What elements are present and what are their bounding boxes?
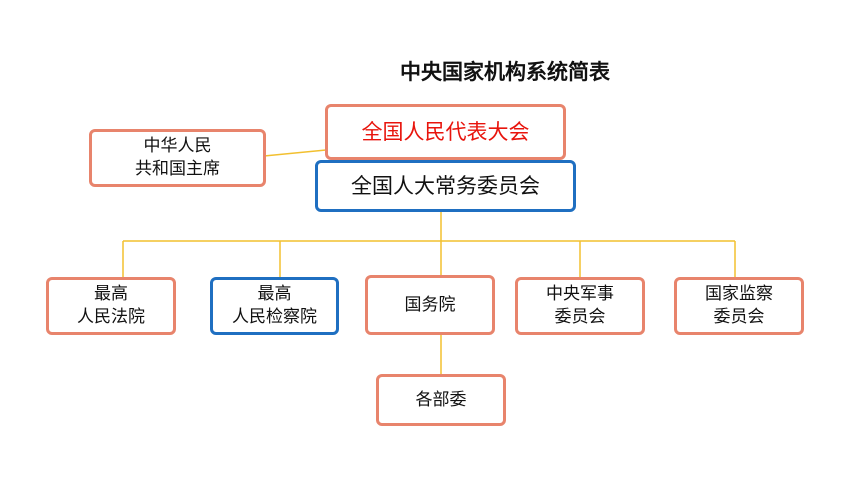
npc-label: 全国人民代表大会: [361, 119, 530, 144]
standing-committee-node: 全国人大常务委员会: [315, 160, 576, 212]
supreme-court-node: 最高 人民法院: [46, 277, 176, 335]
state-council-node: 国务院: [365, 275, 495, 335]
supreme-procuratorate-node: 最高 人民检察院: [210, 277, 339, 335]
national-supervision-commission-label: 国家监察 委员会: [705, 284, 773, 327]
standing-committee-label: 全国人大常务委员会: [351, 173, 540, 198]
page-title: 中央国家机构系统简表: [400, 60, 610, 84]
supreme-procuratorate-label: 最高 人民检察院: [232, 284, 317, 327]
ministries-label: 各部委: [415, 389, 467, 410]
president-node: 中华人民 共和国主席: [89, 129, 266, 187]
npc-node: 全国人民代表大会: [325, 104, 566, 160]
central-military-commission-label: 中央军事 委员会: [546, 284, 614, 327]
president-connector: [263, 149, 327, 157]
ministries-node: 各部委: [376, 374, 506, 426]
national-supervision-commission-node: 国家监察 委员会: [674, 277, 804, 335]
supreme-court-label: 最高 人民法院: [77, 284, 145, 327]
central-military-commission-node: 中央军事 委员会: [515, 277, 645, 335]
state-council-label: 国务院: [404, 294, 456, 315]
president-label: 中华人民 共和国主席: [135, 136, 220, 179]
